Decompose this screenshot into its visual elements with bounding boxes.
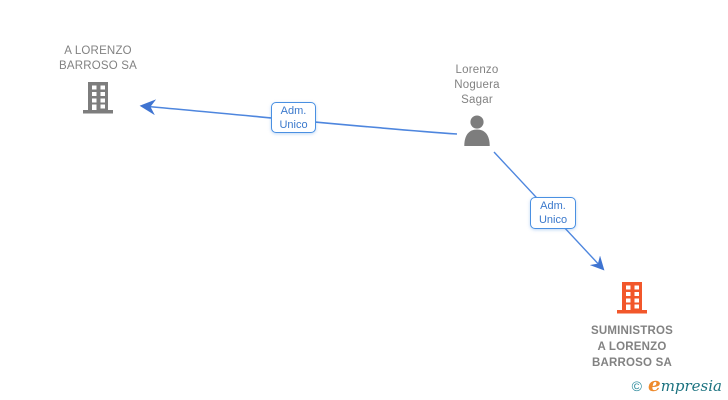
building-icon[interactable]: [615, 282, 649, 319]
empresia-wordmark-e: e: [647, 372, 661, 396]
edge-label-adm-unico-2: Adm. Unico: [530, 197, 576, 229]
person-icon[interactable]: [461, 114, 493, 152]
entity-person[interactable]: Lorenzo Noguera Sagar: [417, 63, 537, 152]
empresia-logo[interactable]: © empresia: [632, 372, 722, 396]
edge-label-adm-unico-1: Adm. Unico: [271, 102, 316, 133]
entity-company-b-label: SUMINISTROS A LORENZO BARROSO SA: [590, 325, 674, 369]
entity-company-a[interactable]: A LORENZO BARROSO SA: [38, 44, 158, 119]
copyright-icon: ©: [631, 378, 642, 394]
entity-company-a-label: A LORENZO BARROSO SA: [58, 45, 138, 72]
entity-company-b[interactable]: SUMINISTROS A LORENZO BARROSO SA: [562, 282, 702, 371]
entity-person-label: Lorenzo Noguera Sagar: [454, 64, 500, 106]
empresia-wordmark-rest: mpresia: [660, 377, 722, 395]
empresia-wordmark: empresia: [648, 372, 722, 396]
building-icon[interactable]: [81, 82, 115, 119]
